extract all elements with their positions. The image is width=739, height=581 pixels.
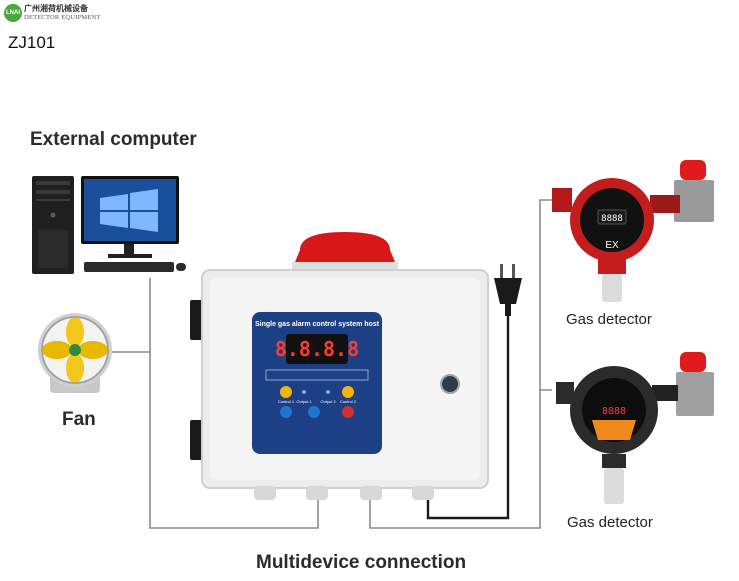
power-cable [426, 300, 510, 520]
multidevice-connection-label: Multidevice connection [256, 552, 467, 573]
panel-button-label: Control 1 [278, 399, 295, 404]
fan-label: Fan [62, 409, 96, 430]
detector1-line [539, 199, 552, 390]
logo-badge: LNAI [4, 4, 22, 22]
computer-tower [32, 176, 74, 274]
gas-detector-1-label: Gas detector [566, 311, 652, 328]
fan-icon [38, 313, 112, 393]
panel-button-label: Output 1 [296, 399, 312, 404]
computer-fan-host-line [149, 278, 319, 529]
gas-detector-2 [556, 352, 714, 504]
detector-2-display: 8888 [602, 406, 626, 417]
detector2-line [369, 389, 552, 529]
logo-company-en: DETECTOR EQUIPMENT [24, 14, 101, 21]
detector-1-display: 8888 [601, 214, 623, 224]
panel-button-label: Output 2 [320, 399, 336, 404]
external-computer-label: External computer [30, 129, 197, 150]
panel-title: Single gas alarm control system host [255, 321, 380, 328]
computer-monitor [81, 176, 179, 258]
gas-detector-2-label: Gas detector [567, 514, 653, 531]
connection-lines [112, 199, 552, 529]
alarm-host [190, 232, 489, 500]
keyboard [84, 262, 186, 272]
panel-display: 8.8.8.8 [275, 337, 359, 361]
detector-1-ex-mark: EX [605, 240, 619, 251]
model-number: ZJ101 [8, 33, 56, 52]
power-plug-icon [494, 264, 522, 316]
logo-company-cn: 广州湘荷机械设备 [24, 4, 88, 13]
panel-button-label: Control 2 [340, 399, 357, 404]
gas-detector-1 [552, 160, 714, 302]
